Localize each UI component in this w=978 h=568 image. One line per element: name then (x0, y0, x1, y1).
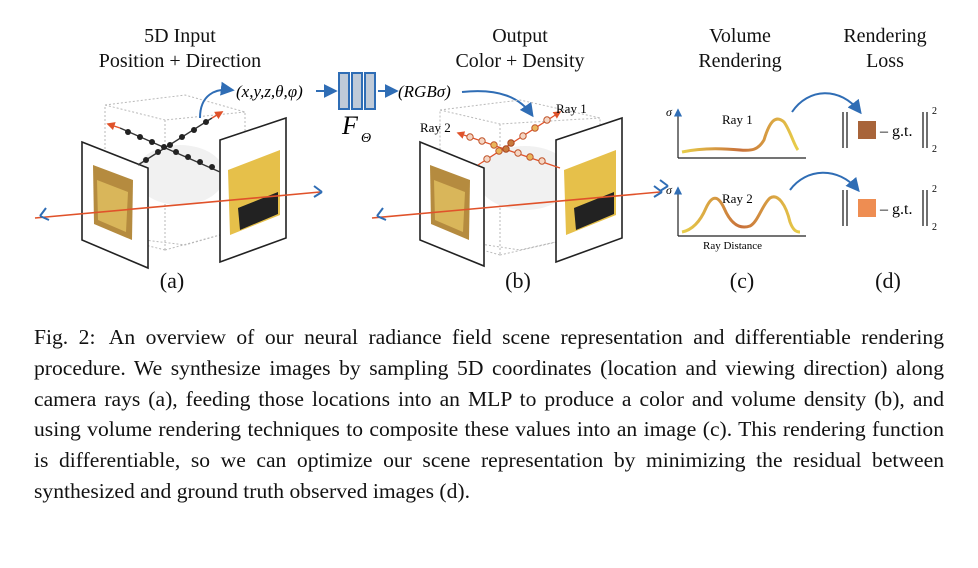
sample-ray-a-2 (137, 117, 213, 166)
diagram-canvas: (x,y,z,θ,φ) F Θ (RGBσ) (34, 72, 937, 270)
caption-text: An overview of our neural radiance field… (34, 325, 944, 503)
camera-image-right-a (219, 116, 287, 264)
panel-b-scene: Ray 1 Ray 2 (371, 99, 663, 268)
curved-arrow-to-input (199, 81, 235, 119)
header-a-line1: 5D Input (144, 25, 216, 47)
figure: 5D Input Position + Direction Output Col… (34, 24, 950, 293)
network-subscript: Θ (361, 131, 371, 146)
panel-a-scene (34, 81, 323, 270)
caption-label: Fig. 2: (34, 325, 96, 349)
panel-label-d: (d) (875, 268, 901, 293)
ray1-label-b: Ray 1 (556, 101, 587, 116)
sample-points-b (466, 116, 551, 165)
input-tuple: (x,y,z,θ,φ) (236, 82, 303, 101)
panel-label-b: (b) (505, 268, 531, 293)
ray-distance-label: Ray Distance (703, 240, 762, 252)
gt-label-2: – g.t. (879, 201, 912, 218)
network-label: F (341, 111, 359, 140)
header-d-line2: Loss (866, 50, 904, 72)
loss-swatch-ray2 (858, 199, 876, 217)
ray1-label-c: Ray 1 (722, 112, 753, 127)
curved-arrow-to-output (461, 90, 534, 118)
norm-sub-2: 2 (932, 222, 937, 233)
camera-arrow-left-b (376, 207, 387, 221)
camera-image-right-b (555, 116, 623, 264)
scene-object-ghost (135, 145, 225, 205)
header-rendering-loss: Rendering Loss (820, 24, 950, 74)
norm-sup-2: 2 (932, 184, 937, 195)
mlp-network (338, 72, 376, 110)
loss-swatch-ray1 (858, 121, 876, 139)
panel-c-plots: σ Ray 1 σ Ray 2 Ray Distance (659, 92, 862, 252)
arrow-plot1-to-loss (791, 92, 862, 115)
header-output: Output Color + Density (430, 24, 610, 74)
scene-object-ghost-b (477, 146, 573, 210)
arrow-plot2-to-loss (789, 171, 860, 193)
header-a-line2: Position + Direction (98, 50, 262, 72)
header-volume-rendering: Volume Rendering (680, 24, 800, 74)
header-5d-input: 5D Input Position + Direction (80, 24, 280, 74)
density-plot-ray1: σ Ray 1 (666, 105, 806, 159)
norm-sup-1: 2 (932, 106, 937, 117)
camera-arrow-left-a (39, 207, 50, 221)
header-c-line1: Volume (709, 25, 771, 47)
norm-sub-1: 2 (932, 144, 937, 155)
ray2-label-c: Ray 2 (722, 191, 753, 206)
header-b-line2: Color + Density (455, 50, 585, 72)
sigma-label-2: σ (666, 183, 673, 197)
sample-ray-a-1 (119, 127, 221, 173)
ray-arrow-into-plot2 (659, 179, 669, 192)
camera-image-left-b (419, 140, 485, 268)
camera-image-left-a (81, 140, 149, 270)
gt-label-1: – g.t. (879, 123, 912, 140)
camera-arrow-right-a (313, 185, 323, 198)
panel-label-a: (a) (159, 268, 185, 293)
panel-d-loss: – g.t. 2 2 – g.t. 2 2 (842, 106, 937, 233)
density-plot-ray2: σ Ray 2 Ray Distance (666, 183, 806, 252)
loss-term-ray1: – g.t. 2 2 (842, 106, 937, 155)
header-b-line1: Output (492, 25, 548, 47)
output-tuple: (RGBσ) (398, 82, 451, 101)
sigma-label-1: σ (666, 105, 673, 119)
density-curve-ray1 (681, 117, 800, 154)
ray-b-1 (371, 191, 661, 219)
sample-points-a (125, 119, 215, 170)
ray2-label-b: Ray 2 (420, 120, 451, 135)
panel-label-c: (c) (729, 268, 755, 293)
header-c-line2: Rendering (698, 50, 782, 72)
header-d-line1: Rendering (843, 25, 927, 47)
figure-caption: Fig. 2: An overview of our neural radian… (34, 322, 944, 507)
density-curve-ray2 (681, 195, 801, 234)
loss-term-ray2: – g.t. 2 2 (842, 184, 937, 233)
ray-a-1 (34, 191, 321, 219)
